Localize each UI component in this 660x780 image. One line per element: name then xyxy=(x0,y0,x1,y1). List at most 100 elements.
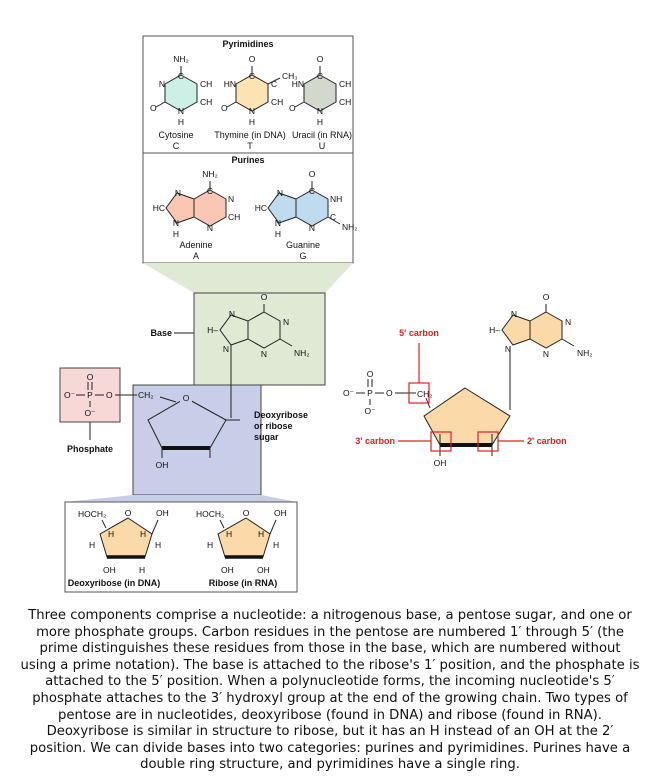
right-ch2: CH₂ xyxy=(417,389,433,399)
sugar-label-line: or ribose xyxy=(254,421,293,431)
base-amine: NH₂ xyxy=(294,348,310,358)
atom: H xyxy=(139,565,145,575)
caption: Three components comprise a nucleotide: … xyxy=(20,608,640,773)
atom: O xyxy=(106,390,113,400)
phosphate-box: O P O⁻ O O⁻ Phosphate xyxy=(59,367,121,454)
cytosine-name: Cytosine xyxy=(158,130,193,140)
atom: C xyxy=(271,79,277,89)
atom: H xyxy=(226,529,232,539)
atom: OH xyxy=(274,508,287,518)
atom: N xyxy=(178,106,184,116)
ribose-name: Ribose (in RNA) xyxy=(209,578,278,588)
atom: CH xyxy=(271,97,283,107)
atom: HC xyxy=(255,203,267,213)
atom: N xyxy=(229,309,235,319)
right-oh: OH xyxy=(434,458,447,468)
right-nucleotide: O N NH₂ N N H– N O P O⁻ O O⁻ CH₂ OH xyxy=(343,292,593,468)
c5-label: 5' carbon xyxy=(399,328,439,338)
atom: OH xyxy=(156,508,169,518)
pyrimidines-title: Pyrimidines xyxy=(222,39,273,49)
atom: C xyxy=(249,71,255,81)
bases-panel: Pyrimidines Purines xyxy=(142,35,354,293)
atom: H xyxy=(207,540,213,550)
atom: C xyxy=(207,186,213,196)
guanine-structure: O C NH C NH₂ N N HC N H Guanine G xyxy=(255,169,358,261)
phosphate-label: Phosphate xyxy=(67,444,113,454)
atom: N xyxy=(173,218,179,228)
atom: O xyxy=(87,372,94,382)
thymine-code: T xyxy=(247,141,253,151)
adenine-top: NH₂ xyxy=(202,169,218,179)
atom: H– xyxy=(489,325,500,335)
atom: N xyxy=(159,79,165,89)
atom: O xyxy=(261,292,268,302)
atom: HC xyxy=(153,203,165,213)
atom: OH xyxy=(257,565,270,575)
deoxyribose-name: Deoxyribose (in DNA) xyxy=(68,578,161,588)
atom: CH xyxy=(200,79,212,89)
right-amine: NH₂ xyxy=(577,348,593,358)
atom: OH xyxy=(221,565,234,575)
sugar-ch2: CH₂ xyxy=(138,390,154,400)
atom: CH xyxy=(339,97,351,107)
atom: N xyxy=(277,188,283,198)
thymine-structure: O CH₃ C C CH HN N H O Thymine (in DNA) T xyxy=(214,54,298,151)
atom: CH xyxy=(200,97,212,107)
atom: O⁻ xyxy=(64,390,76,400)
deoxyribose-hoch2: HOCH₂ xyxy=(78,509,106,519)
adenine-structure: NH₂ C N CH N N HC N H Adenine A xyxy=(153,169,241,261)
atom: H xyxy=(89,540,95,550)
cytosine-structure: NH₂ C CH CH N N H O Cytosine C xyxy=(150,54,212,151)
atom: O xyxy=(150,103,157,113)
atom: H xyxy=(178,117,184,127)
atom: N xyxy=(275,218,281,228)
atom: N xyxy=(309,223,315,233)
uracil-top: O xyxy=(317,54,324,64)
atom: HN xyxy=(224,79,236,89)
atom: O⁻ xyxy=(343,388,355,398)
atom: N xyxy=(317,106,323,116)
deoxyribose-structure: HOCH₂ O OH H H H H OH H Deoxyribose (in … xyxy=(68,508,169,588)
atom: N xyxy=(565,317,571,327)
atom: H xyxy=(108,529,114,539)
atom: H xyxy=(140,529,146,539)
uracil-code: U xyxy=(319,141,326,151)
atom: H xyxy=(249,117,255,127)
sugars-panel: HOCH₂ O OH H H H H OH H Deoxyribose (in … xyxy=(64,501,298,593)
atom: N xyxy=(511,309,517,319)
thymine-methyl: CH₃ xyxy=(282,71,298,81)
ribose-structure: HOCH₂ O OH H H H H OH OH Ribose (in RNA) xyxy=(196,508,287,588)
sugar-oh: OH xyxy=(156,460,169,470)
sugar-box: CH₂ O OH Deoxyribose or ribose sugar xyxy=(115,375,308,496)
atom: N xyxy=(175,188,181,198)
guanine-name: Guanine xyxy=(286,240,320,250)
guanine-top: O xyxy=(309,169,316,179)
atom: H– xyxy=(207,325,218,335)
atom: H xyxy=(275,229,281,239)
guanine-code: G xyxy=(299,251,306,261)
thymine-name: Thymine (in DNA) xyxy=(214,130,286,140)
ribose-hoch2: HOCH₂ xyxy=(196,509,224,519)
atom: C xyxy=(178,71,184,81)
atom: HN xyxy=(292,79,304,89)
sugar-label-line: Deoxyribose xyxy=(254,410,308,420)
atom: N xyxy=(543,349,549,359)
atom: O xyxy=(367,369,374,379)
atom: N xyxy=(283,317,289,327)
atom: O xyxy=(183,393,190,403)
atom: O xyxy=(289,103,296,113)
atom: C xyxy=(317,71,323,81)
atom: NH xyxy=(330,194,342,204)
atom: H xyxy=(273,540,279,550)
atom: O⁻ xyxy=(84,408,96,418)
atom: CH xyxy=(339,79,351,89)
atom: C xyxy=(330,212,336,222)
cytosine-code: C xyxy=(173,141,180,151)
atom: N xyxy=(228,194,234,204)
atom: H xyxy=(317,117,323,127)
adenine-code: A xyxy=(193,251,199,261)
atom: O xyxy=(386,388,393,398)
atom: O xyxy=(221,103,228,113)
atom: N xyxy=(223,344,229,354)
